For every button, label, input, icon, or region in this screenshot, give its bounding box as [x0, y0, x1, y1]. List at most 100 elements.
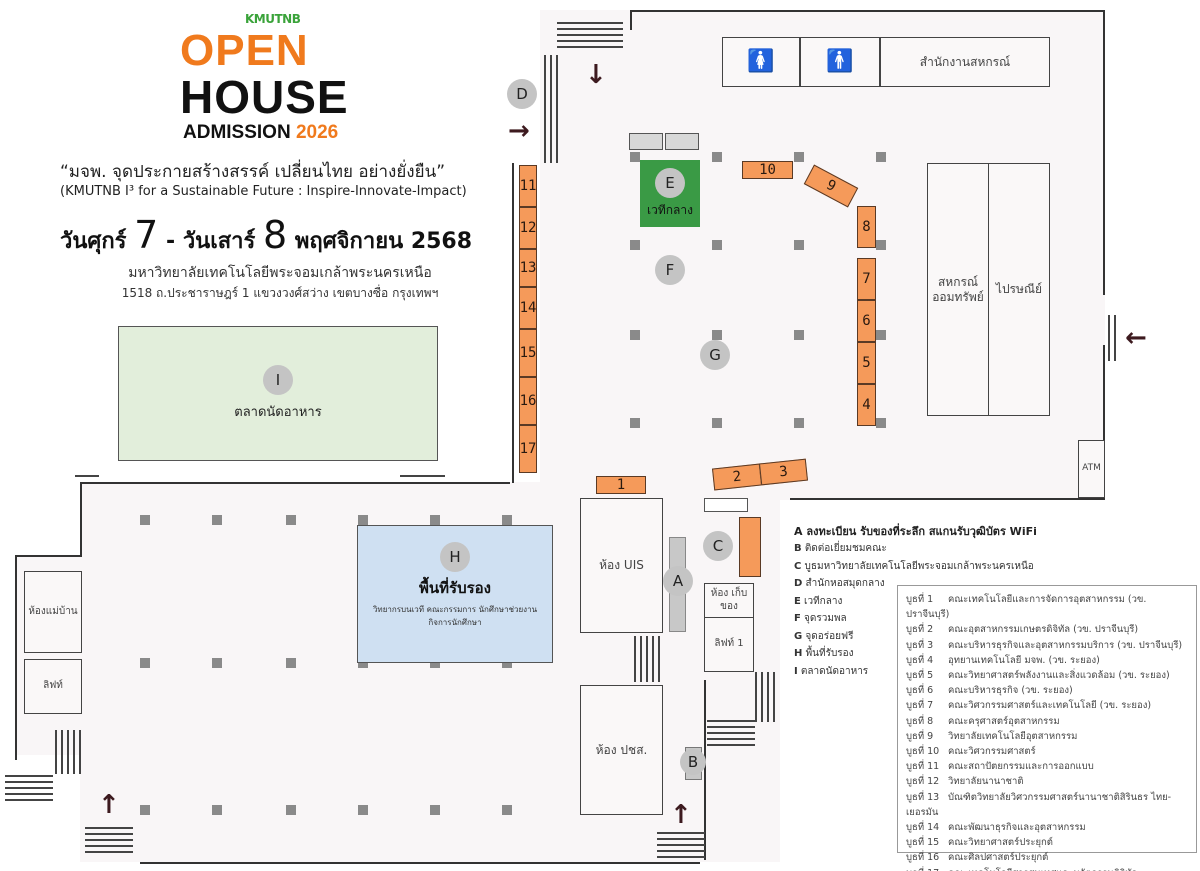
legend-item: D สำนักหอสมุดกลาง [794, 578, 885, 589]
pillar [212, 805, 222, 815]
storage-room[interactable]: ห้อง เก็บของ [704, 583, 754, 618]
food-market[interactable]: I ตลาดนัดอาหาร [118, 326, 438, 461]
lift[interactable]: ลิฟท์ [24, 659, 82, 714]
stairs-top [557, 22, 623, 50]
stairs-bottom-center [657, 832, 705, 860]
pillar [712, 240, 722, 250]
uis-room[interactable]: ห้อง UIS [580, 498, 663, 633]
marker-h[interactable]: H [440, 542, 470, 572]
booth-15[interactable]: 15 [519, 329, 537, 377]
stage-equipment [629, 133, 663, 150]
booth-10[interactable]: 10 [742, 161, 793, 179]
pr-room[interactable]: ห้อง ปชส. [580, 685, 663, 815]
coop-savings[interactable]: สหกรณ์ ออมทรัพย์ [927, 163, 989, 416]
pillar [140, 658, 150, 668]
booth-14[interactable]: 14 [519, 287, 537, 329]
stage-label: เวทีกลาง [647, 202, 693, 217]
pillar [876, 240, 886, 250]
booth-c[interactable] [739, 517, 761, 577]
marker-e[interactable]: E [655, 167, 685, 198]
pillar [358, 658, 368, 668]
post-office[interactable]: ไปรษณีย์ [988, 163, 1050, 416]
booth-6[interactable]: 6 [857, 300, 876, 342]
marker-c[interactable]: C [703, 531, 733, 561]
booth-5[interactable]: 5 [857, 342, 876, 384]
pillar [712, 418, 722, 428]
restroom-male[interactable]: 🚹 [800, 37, 880, 87]
booth-17[interactable]: 17 [519, 425, 537, 473]
coop-office-label: สำนักงานสหกรณ์ [919, 54, 1011, 69]
pillar [286, 515, 296, 525]
booth-8[interactable]: 8 [857, 206, 876, 248]
legend-item: C บูธมหาวิทยาลัยเทคโนโลยีพระจอมเกล้าพระน… [794, 560, 1034, 572]
wall [790, 498, 1105, 500]
booth-1[interactable]: 1 [596, 476, 646, 494]
reception-area[interactable]: H พื้นที่รับรอง วิทยากรบนเวที คณะกรรมการ… [357, 525, 553, 663]
booth-7[interactable]: 7 [857, 258, 876, 300]
entrance-arrow-right-icon: → [508, 116, 530, 146]
date-prefix: วันศุกร์ [60, 229, 127, 254]
legend-item: B ติดต่อเยี่ยมชมคณะ [794, 543, 887, 554]
event-date: วันศุกร์ 7 - วันเสาร์ 8 พฤศจิกายน 2568 [60, 213, 500, 258]
wall [630, 10, 1105, 12]
wall [80, 482, 82, 557]
slogan-english: (KMUTNB I³ for a Sustainable Future : In… [60, 184, 467, 199]
legend-a: A ลงทะเบียน รับของที่ระลึก สแกนรับวุฒิบั… [794, 525, 1037, 538]
stage-equipment [665, 133, 699, 150]
date-mid: - วันเสาร์ [166, 229, 256, 254]
wall [704, 680, 706, 860]
marker-g[interactable]: G [700, 340, 730, 370]
housekeeping-room[interactable]: ห้องแม่บ้าน [24, 571, 82, 653]
coop-office[interactable]: สำนักงานสหกรณ์ [880, 37, 1050, 87]
booth-12[interactable]: 12 [519, 207, 537, 249]
pillar [712, 152, 722, 162]
wall [1103, 10, 1105, 295]
lift-1[interactable]: ลิฟท์ 1 [704, 617, 754, 672]
stairs-top-left [544, 55, 558, 163]
atm[interactable]: ATM [1078, 440, 1105, 498]
pillar [212, 658, 222, 668]
restroom-female[interactable]: 🚺 [722, 37, 800, 87]
marker-b[interactable]: B [680, 749, 706, 775]
booth-4[interactable]: 4 [857, 384, 876, 426]
booth-16[interactable]: 16 [519, 377, 537, 425]
stairs-pr [707, 720, 755, 748]
wall [15, 555, 82, 557]
reception-title: พื้นที่รับรอง [419, 579, 491, 597]
marker-d[interactable]: D [507, 79, 537, 109]
date-day2: 8 [263, 213, 288, 257]
legend-list: B ติดต่อเยี่ยมชมคณะ C บูธมหาวิทยาลัยเทคโ… [794, 540, 1034, 680]
wall [140, 862, 700, 864]
female-restroom-icon: 🚺 [747, 49, 775, 75]
food-market-label: ตลาดนัดอาหาร [234, 405, 322, 420]
pillar [794, 152, 804, 162]
stairs-market-right [400, 475, 445, 481]
atm-label: ATM [1082, 463, 1101, 474]
pillar [794, 418, 804, 428]
lift-label: ลิฟท์ [43, 680, 63, 692]
logo-admission-text: ADMISSION [183, 122, 291, 143]
stairs-market-left [75, 475, 99, 481]
lift-1-label: ลิฟท์ 1 [714, 638, 744, 650]
booth-13[interactable]: 13 [519, 249, 537, 287]
booth-11[interactable]: 11 [519, 165, 537, 207]
marker-i[interactable]: I [263, 365, 293, 395]
marker-f[interactable]: F [655, 255, 685, 285]
pillar [358, 515, 368, 525]
central-stage[interactable]: E เวทีกลาง [640, 160, 700, 227]
pillar [430, 805, 440, 815]
stairs-lift1 [755, 672, 779, 722]
marker-a[interactable]: A [663, 566, 693, 596]
